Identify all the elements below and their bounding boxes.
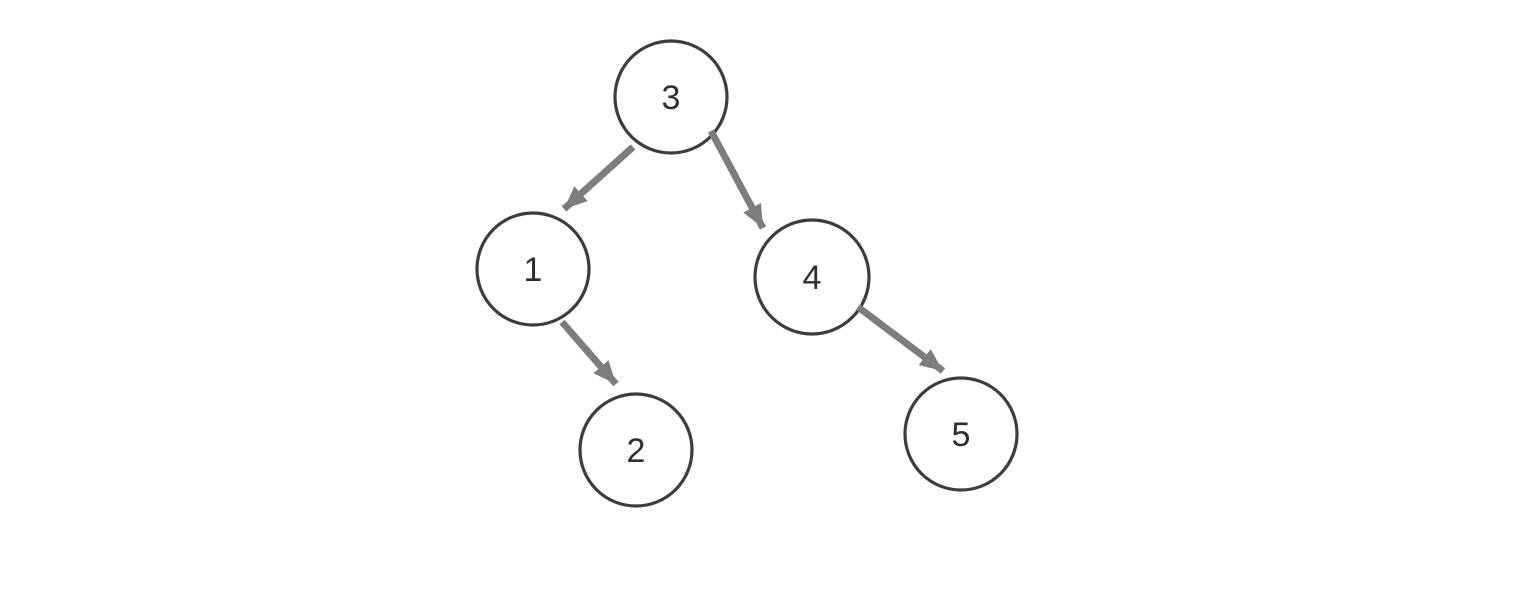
- tree-edge-3-4: [707, 129, 767, 230]
- tree-node-1: 1: [475, 211, 591, 327]
- tree-node-circle-3: [613, 39, 729, 155]
- tree-edge-3-1: [561, 144, 636, 212]
- tree-edge-4-5: [855, 304, 946, 374]
- tree-node-3: 3: [613, 39, 729, 155]
- tree-node-2: 2: [578, 392, 694, 508]
- node-layer: 3 1 4 2 5: [475, 39, 1019, 508]
- tree-node-circle-2: [578, 392, 694, 508]
- tree-node-5: 5: [903, 376, 1019, 492]
- tree-node-label-4: 4: [803, 259, 822, 297]
- tree-node-label-1: 1: [524, 251, 543, 289]
- tree-node-4: 4: [753, 218, 871, 336]
- edge-layer: [559, 129, 946, 387]
- tree-node-label-3: 3: [662, 79, 681, 117]
- tree-node-circle-4: [753, 218, 871, 336]
- tree-node-label-5: 5: [952, 416, 971, 454]
- tree-node-circle-1: [475, 211, 591, 327]
- tree-edge-1-2: [559, 319, 619, 387]
- tree-node-label-2: 2: [627, 432, 646, 470]
- tree-node-circle-5: [903, 376, 1019, 492]
